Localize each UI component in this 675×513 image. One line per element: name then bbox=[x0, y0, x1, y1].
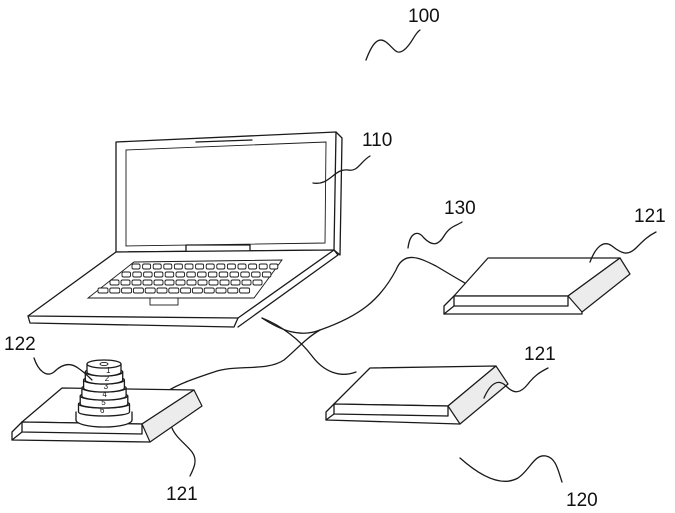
label-100-group: 100 bbox=[366, 6, 440, 60]
keyboard-key bbox=[143, 264, 151, 269]
keyboard-key bbox=[220, 280, 229, 285]
label-100: 100 bbox=[408, 6, 440, 27]
keyboard-key bbox=[133, 272, 142, 277]
label-120-group: 120 bbox=[460, 456, 598, 511]
label-130-group: 130 bbox=[408, 198, 476, 248]
laptop bbox=[28, 132, 342, 327]
label-120: 120 bbox=[566, 490, 598, 511]
keyboard-key bbox=[98, 288, 108, 293]
keyboard-key bbox=[217, 264, 225, 269]
label-122-group: 122 bbox=[4, 334, 92, 380]
leader-122 bbox=[34, 358, 92, 380]
keyboard-key bbox=[252, 272, 261, 277]
keyboard-key bbox=[259, 264, 267, 269]
keyboard-key bbox=[132, 264, 140, 269]
leader-100 bbox=[366, 30, 420, 60]
keyboard-key bbox=[110, 288, 120, 293]
label-130: 130 bbox=[444, 198, 476, 219]
laptop-lid bbox=[116, 132, 336, 252]
keyboard-key bbox=[198, 272, 207, 277]
leader-130 bbox=[408, 222, 462, 248]
keyboard-key bbox=[219, 272, 228, 277]
keyboard-key bbox=[241, 272, 250, 277]
disc-stack: 654321 bbox=[76, 360, 132, 427]
keyboard-key bbox=[154, 272, 163, 277]
keyboard-key bbox=[176, 272, 185, 277]
keyboard-key bbox=[165, 280, 174, 285]
keyboard-key bbox=[132, 280, 141, 285]
keyboard-key bbox=[121, 280, 130, 285]
keyboard-key bbox=[187, 280, 196, 285]
keyboard-key bbox=[204, 288, 214, 293]
keyboard-key bbox=[154, 280, 163, 285]
keyboard-key bbox=[164, 264, 172, 269]
keyboard-key bbox=[253, 280, 262, 285]
leader-120 bbox=[460, 456, 562, 482]
keyboard-key bbox=[187, 272, 196, 277]
keyboard-key bbox=[238, 264, 246, 269]
keyboard-key bbox=[110, 280, 119, 285]
keyboard-key bbox=[198, 280, 207, 285]
keyboard-key bbox=[196, 264, 204, 269]
keyboard-key bbox=[216, 288, 226, 293]
keyboard-key bbox=[270, 264, 278, 269]
label-122: 122 bbox=[4, 334, 36, 355]
keyboard-key bbox=[122, 288, 132, 293]
keyboard-key bbox=[143, 280, 152, 285]
label-121-top-group: 121 bbox=[590, 206, 666, 262]
label-121-middle: 121 bbox=[524, 344, 556, 365]
keyboard-key bbox=[227, 264, 235, 269]
keyboard-key bbox=[262, 272, 271, 277]
label-121-left: 121 bbox=[166, 484, 198, 505]
keyboard-key bbox=[153, 264, 161, 269]
leader-121-left bbox=[172, 428, 195, 476]
label-121-top: 121 bbox=[634, 206, 666, 227]
keyboard-key bbox=[231, 280, 240, 285]
disc-number: 1 bbox=[106, 366, 111, 375]
keyboard-key bbox=[240, 288, 250, 293]
keyboard-key bbox=[209, 280, 218, 285]
keyboard-key bbox=[185, 264, 193, 269]
pad-top-right bbox=[444, 258, 630, 314]
keyboard-key bbox=[174, 264, 182, 269]
keyboard-key bbox=[192, 288, 202, 293]
disc-layer-top bbox=[87, 360, 121, 368]
keyboard-key bbox=[206, 264, 214, 269]
keyboard-key bbox=[122, 272, 131, 277]
keyboard-key bbox=[145, 288, 155, 293]
keyboard-key bbox=[208, 272, 217, 277]
keyboard-key bbox=[230, 272, 239, 277]
label-121-left-group: 121 bbox=[166, 428, 198, 505]
keyboard-key bbox=[169, 288, 179, 293]
keyboard-key bbox=[228, 288, 238, 293]
keyboard-key bbox=[144, 272, 153, 277]
keyboard-key bbox=[249, 264, 257, 269]
pad-middle bbox=[326, 366, 508, 424]
label-110: 110 bbox=[362, 130, 392, 151]
keyboard-key bbox=[157, 288, 167, 293]
keyboard-key bbox=[242, 280, 251, 285]
keyboard-key bbox=[181, 288, 191, 293]
keyboard-key bbox=[176, 280, 185, 285]
keyboard-key bbox=[165, 272, 174, 277]
keyboard-key bbox=[133, 288, 143, 293]
laptop-touchpad bbox=[150, 298, 178, 305]
